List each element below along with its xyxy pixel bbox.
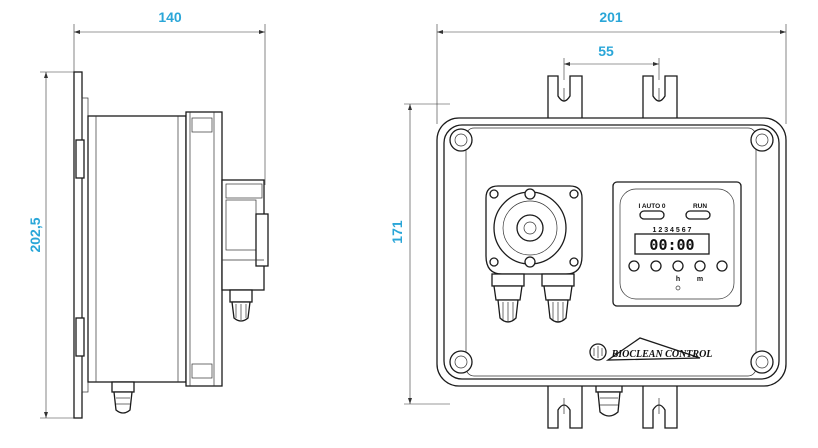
timer-display: 00:00	[649, 236, 694, 254]
timer-button-hour[interactable]	[672, 260, 684, 272]
mount-spacing-label: 55	[598, 43, 614, 59]
side-width-dimension: 140	[73, 9, 266, 185]
mode-switch[interactable]	[639, 210, 665, 220]
front-width-label: 201	[599, 9, 623, 25]
timer-days: 1 2 3 4 5 6 7	[653, 227, 692, 234]
side-enclosure-body	[87, 115, 187, 383]
side-height-label: 202,5	[27, 217, 43, 252]
timer-panel: I AUTO 0 RUN 1 2 3 4 5 6 7 00:00 h m	[612, 181, 742, 307]
side-height-dimension: 202,5	[27, 71, 80, 419]
timer-button-5[interactable]	[716, 260, 728, 272]
peristaltic-pump	[485, 185, 583, 323]
timer-button-2[interactable]	[650, 260, 662, 272]
front-view: 201 55 171	[389, 9, 787, 429]
timer-run-label: RUN	[693, 203, 707, 210]
timer-lcd	[634, 233, 710, 255]
timer-buttons	[628, 260, 728, 272]
hour-button-label: h	[676, 276, 680, 283]
minute-button-label: m	[697, 276, 703, 283]
side-cable-gland	[111, 381, 135, 393]
run-switch[interactable]	[685, 210, 711, 220]
side-mounting-plate	[73, 71, 83, 419]
mount-spacing-dimension: 55	[563, 43, 660, 80]
timer-button-minute[interactable]	[694, 260, 706, 272]
bottom-mount-brackets	[547, 383, 678, 429]
side-view: 140 202,5	[27, 9, 269, 419]
front-width-dimension: 201	[436, 9, 787, 124]
side-width-label: 140	[158, 9, 182, 25]
front-cable-gland[interactable]	[595, 381, 623, 417]
brand-name: BIOCLEAN CONTROL	[611, 349, 713, 360]
brand-logo: BIOCLEAN CONTROL	[589, 337, 713, 361]
timer-mode-label: I AUTO 0	[638, 203, 665, 210]
top-mount-brackets	[547, 75, 678, 125]
side-enclosure-lid	[185, 111, 223, 387]
timer-button-1[interactable]	[628, 260, 640, 272]
corner-screws	[449, 128, 774, 374]
front-height-dimension: 171	[389, 103, 450, 405]
front-height-label: 171	[389, 220, 405, 244]
